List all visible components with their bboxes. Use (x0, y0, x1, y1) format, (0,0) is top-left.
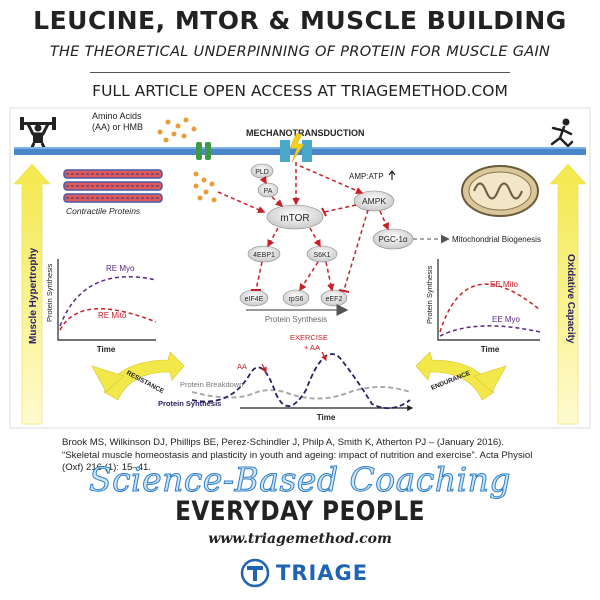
pathway-diagram: Amino Acids (AA) or HMB MECHANOTRANSDUCT… (9, 107, 591, 429)
right-graph (437, 259, 541, 341)
pa-node: PA (257, 182, 279, 198)
left-graph-xlabel: Time (97, 345, 116, 354)
left-graph (57, 259, 157, 341)
s6k1-node: S6K1 (306, 245, 338, 263)
amino-acids-label: Amino Acids (92, 111, 142, 121)
reference-citation: Brook MS, Wilkinson DJ, Phillips BE, Per… (62, 437, 533, 473)
endurance-arrow (415, 351, 507, 401)
everyday-people-tagline: EVERYDAY PEOPLE (175, 496, 425, 527)
bottom-graph-synthesis-label: Protein Synthesis (158, 399, 221, 408)
svg-text:eEF2: eEF2 (326, 296, 343, 303)
triage-logo: TRIAGE (240, 558, 368, 588)
rps6-node: rpS6 (282, 289, 310, 307)
signaling-arrows (217, 162, 450, 292)
eif4e-node: eIF4E (239, 289, 269, 307)
resistance-arrow (91, 351, 185, 401)
svg-text:mTOR: mTOR (280, 213, 309, 224)
intracellular-aa-dots (193, 171, 217, 203)
amino-acids-label-2: (AA) or HMB (92, 122, 143, 132)
divider (90, 72, 510, 73)
left-graph-re-myo: RE Myo (106, 264, 135, 273)
left-graph-ylabel: Protein Synthesis (45, 263, 54, 322)
science-based-coaching-tagline: Science-Based Coaching (88, 460, 512, 500)
pgc-node: PGC-1α (372, 228, 414, 250)
triage-brand-text: TRIAGE (276, 561, 369, 585)
website-url[interactable]: www.triagemethod.com (208, 531, 392, 547)
bottom-graph-exercise-label: EXERCISE (290, 333, 328, 342)
4ebp1-node: 4EBP1 (247, 245, 281, 263)
eef2-node: eEF2 (320, 289, 348, 307)
right-graph-ylabel: Protein Synthesis (425, 265, 434, 324)
svg-text:4EBP1: 4EBP1 (253, 252, 275, 259)
oxidative-capacity-label: Oxidative Capacity (565, 254, 576, 344)
right-graph-xlabel: Time (481, 345, 500, 354)
right-graph-ee-mito: EE Mito (490, 280, 519, 289)
diagram-frame (9, 107, 591, 429)
oxidative-capacity-arrow (549, 163, 587, 425)
open-access-note: FULL ARTICLE OPEN ACCESS AT TRIAGEMETHOD… (92, 82, 508, 100)
pld-node: PLD (250, 163, 274, 179)
bottom-graph-breakdown-label: Protein Breakdown (180, 380, 243, 389)
muscle-hypertrophy-label: Muscle Hypertrophy (28, 247, 39, 344)
contractile-proteins-illustration (63, 169, 163, 203)
contractile-proteins-label: Contractile Proteins (66, 206, 141, 216)
mitochondrial-biogenesis-label: Mitochondrial Biogenesis (452, 235, 541, 244)
page-title: LEUCINE, MTOR & MUSCLE BUILDING (33, 6, 567, 35)
mechano-receptor (280, 133, 312, 163)
bottom-graph (191, 351, 414, 411)
protein-synthesis-bar-label: Protein Synthesis (265, 315, 327, 324)
amino-acid-dots (157, 117, 197, 143)
svg-text:PGC-1α: PGC-1α (378, 235, 407, 244)
mtor-node: mTOR (266, 204, 324, 230)
svg-text:rpS6: rpS6 (289, 296, 304, 303)
amino-acid-channel (196, 142, 211, 160)
ampk-node: AMPK (353, 190, 395, 212)
cell-membrane (14, 147, 586, 155)
bottom-graph-xlabel: Time (317, 413, 336, 422)
svg-text:S6K1: S6K1 (313, 252, 330, 259)
mitochondrion-illustration (461, 165, 539, 217)
bottom-graph-exercise-aa-label: + AA (304, 343, 320, 352)
left-graph-re-mito: RE Mito (98, 311, 127, 320)
svg-text:eIF4E: eIF4E (245, 296, 264, 303)
runner-icon (550, 118, 574, 148)
bottom-graph-aa-label: AA (237, 362, 247, 371)
amp-atp-label: AMP:ATP (349, 172, 384, 181)
right-graph-ee-myo: EE Myo (492, 315, 521, 324)
inhibition-lines (255, 204, 369, 291)
up-arrow-icon (388, 170, 396, 180)
svg-text:PLD: PLD (255, 169, 269, 176)
page-subtitle: THE THEORETICAL UNDERPINNING OF PROTEIN … (49, 44, 551, 60)
triage-t-icon (240, 558, 270, 588)
muscle-hypertrophy-arrow (13, 163, 51, 425)
svg-text:PA: PA (264, 188, 273, 195)
mechanotransduction-label: MECHANOTRANSDUCTION (246, 128, 365, 138)
svg-text:AMPK: AMPK (362, 196, 386, 206)
